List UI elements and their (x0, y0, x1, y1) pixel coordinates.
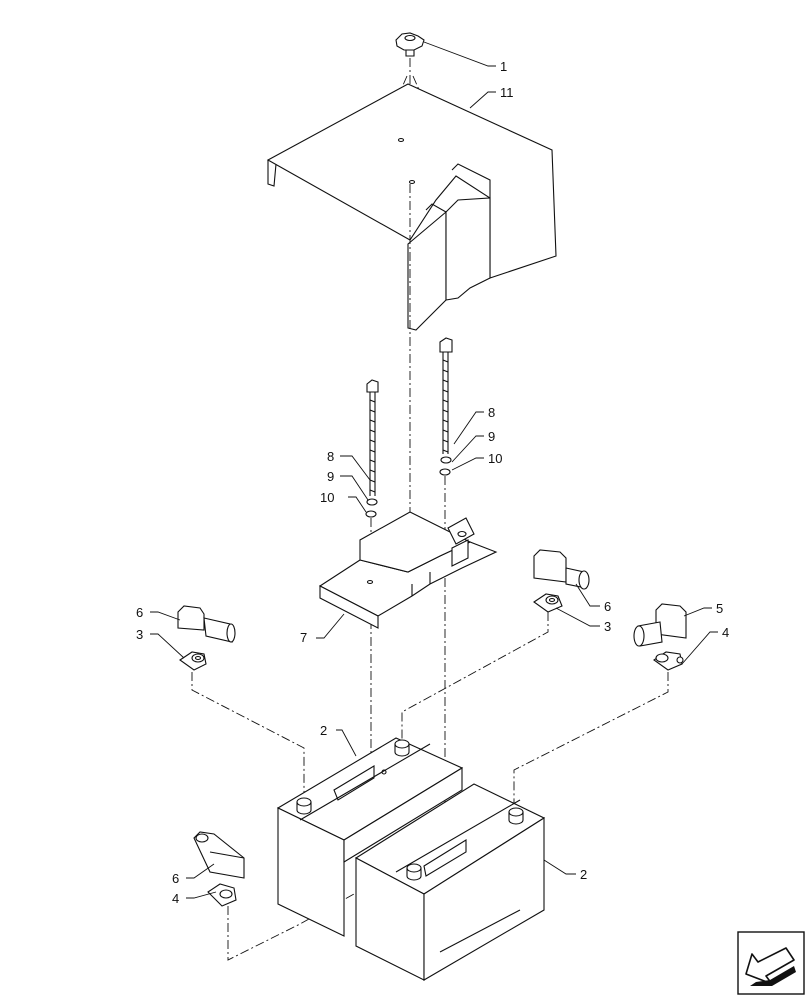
part-terminal-cap-far-right (633, 603, 687, 647)
part-terminal-cap-right (533, 549, 590, 590)
part-bolt-right (439, 337, 453, 476)
callout-11: 11 (500, 85, 514, 100)
callout-4-lower: 4 (172, 891, 179, 906)
callout-8-right: 8 (488, 405, 495, 420)
callout-10-left: 10 (320, 490, 334, 505)
callout-1: 1 (500, 59, 507, 74)
leader-lines (150, 41, 718, 899)
part-cover (266, 83, 557, 331)
callout-5: 5 (716, 601, 723, 616)
callout-4-right: 4 (722, 625, 729, 640)
part-bracket (318, 511, 498, 629)
callout-2-rear: 2 (320, 723, 327, 738)
part-clamp-lower (207, 883, 237, 907)
callout-8-left: 8 (327, 449, 334, 464)
callout-10-right: 10 (488, 451, 502, 466)
part-clamp-far-right (653, 651, 684, 671)
callout-9-left: 9 (327, 469, 334, 484)
part-knob (395, 32, 425, 57)
callout-6-right: 6 (604, 599, 611, 614)
callout-3-left: 3 (136, 627, 143, 642)
part-terminal-cap-left (177, 605, 236, 643)
part-clamp-left (179, 651, 207, 671)
callout-9-right: 9 (488, 429, 495, 444)
part-clamp-right (533, 593, 563, 613)
callout-7: 7 (300, 630, 307, 645)
part-battery-front (354, 783, 546, 981)
direction-arrow-icon[interactable] (737, 931, 805, 995)
callout-2-front: 2 (580, 867, 587, 882)
callout-3-right: 3 (604, 619, 611, 634)
part-battery-rear (276, 737, 464, 937)
part-terminal-cap-lower (193, 831, 245, 879)
callout-6-lower: 6 (172, 871, 179, 886)
callout-6-left: 6 (136, 605, 143, 620)
part-bolt-left (365, 379, 379, 518)
